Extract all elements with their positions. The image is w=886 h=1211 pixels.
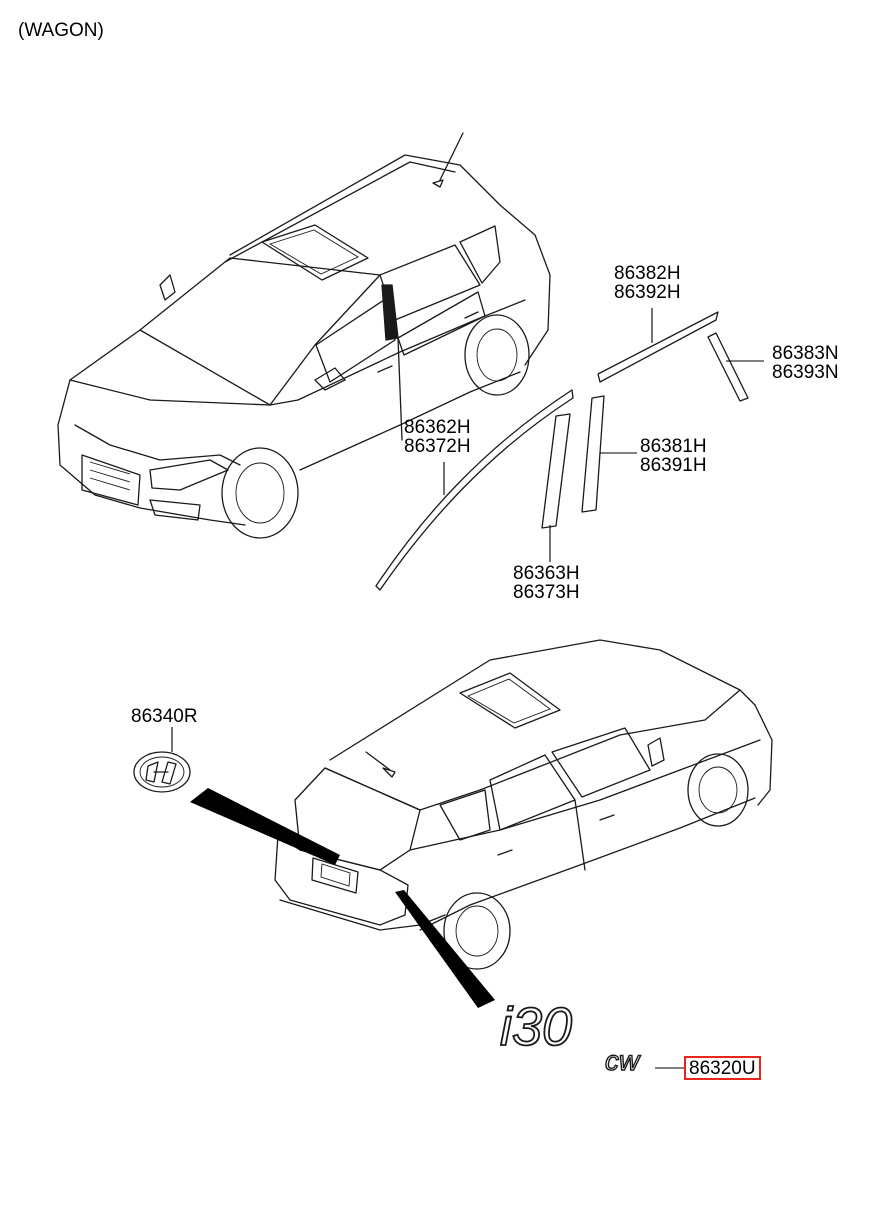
- callout-roof-moulding-front: 86362H 86372H: [404, 418, 471, 456]
- callout-roof-moulding-rear: 86382H 86392H: [614, 264, 681, 302]
- part-number: 86373H: [513, 582, 580, 603]
- part-number: 86340R: [131, 706, 198, 727]
- part-number: 86392H: [614, 282, 681, 303]
- variant-title: (WAGON): [18, 20, 104, 41]
- badge-model-text: i30: [500, 997, 572, 1057]
- part-number: 86381H: [640, 436, 707, 457]
- part-number: 86382H: [614, 263, 681, 284]
- emblem-part: [133, 727, 340, 865]
- part-number: 86372H: [404, 436, 471, 457]
- part-number: 86391H: [640, 455, 707, 476]
- callout-model-badge[interactable]: 86320U: [684, 1056, 761, 1080]
- part-number: 86363H: [513, 563, 580, 584]
- part-number: 86362H: [404, 417, 471, 438]
- moulding-parts: [375, 308, 764, 591]
- callout-quarter-garnish: 86383N 86393N: [772, 344, 839, 382]
- callout-emblem: 86340R: [131, 707, 198, 726]
- model-badge-part: i30 cw: [499, 996, 684, 1077]
- part-number-highlighted[interactable]: 86320U: [684, 1056, 761, 1080]
- part-number: 86383N: [772, 343, 839, 364]
- callout-pillar-garnish-front: 86363H 86373H: [513, 564, 580, 602]
- part-number: 86393N: [772, 362, 839, 383]
- badge-suffix-text: cw: [605, 1045, 641, 1076]
- callout-pillar-garnish-rear: 86381H 86391H: [640, 437, 707, 475]
- car-rear-view: [274, 639, 773, 970]
- badge-pointer: [395, 890, 495, 1008]
- car-front-view: [57, 132, 551, 539]
